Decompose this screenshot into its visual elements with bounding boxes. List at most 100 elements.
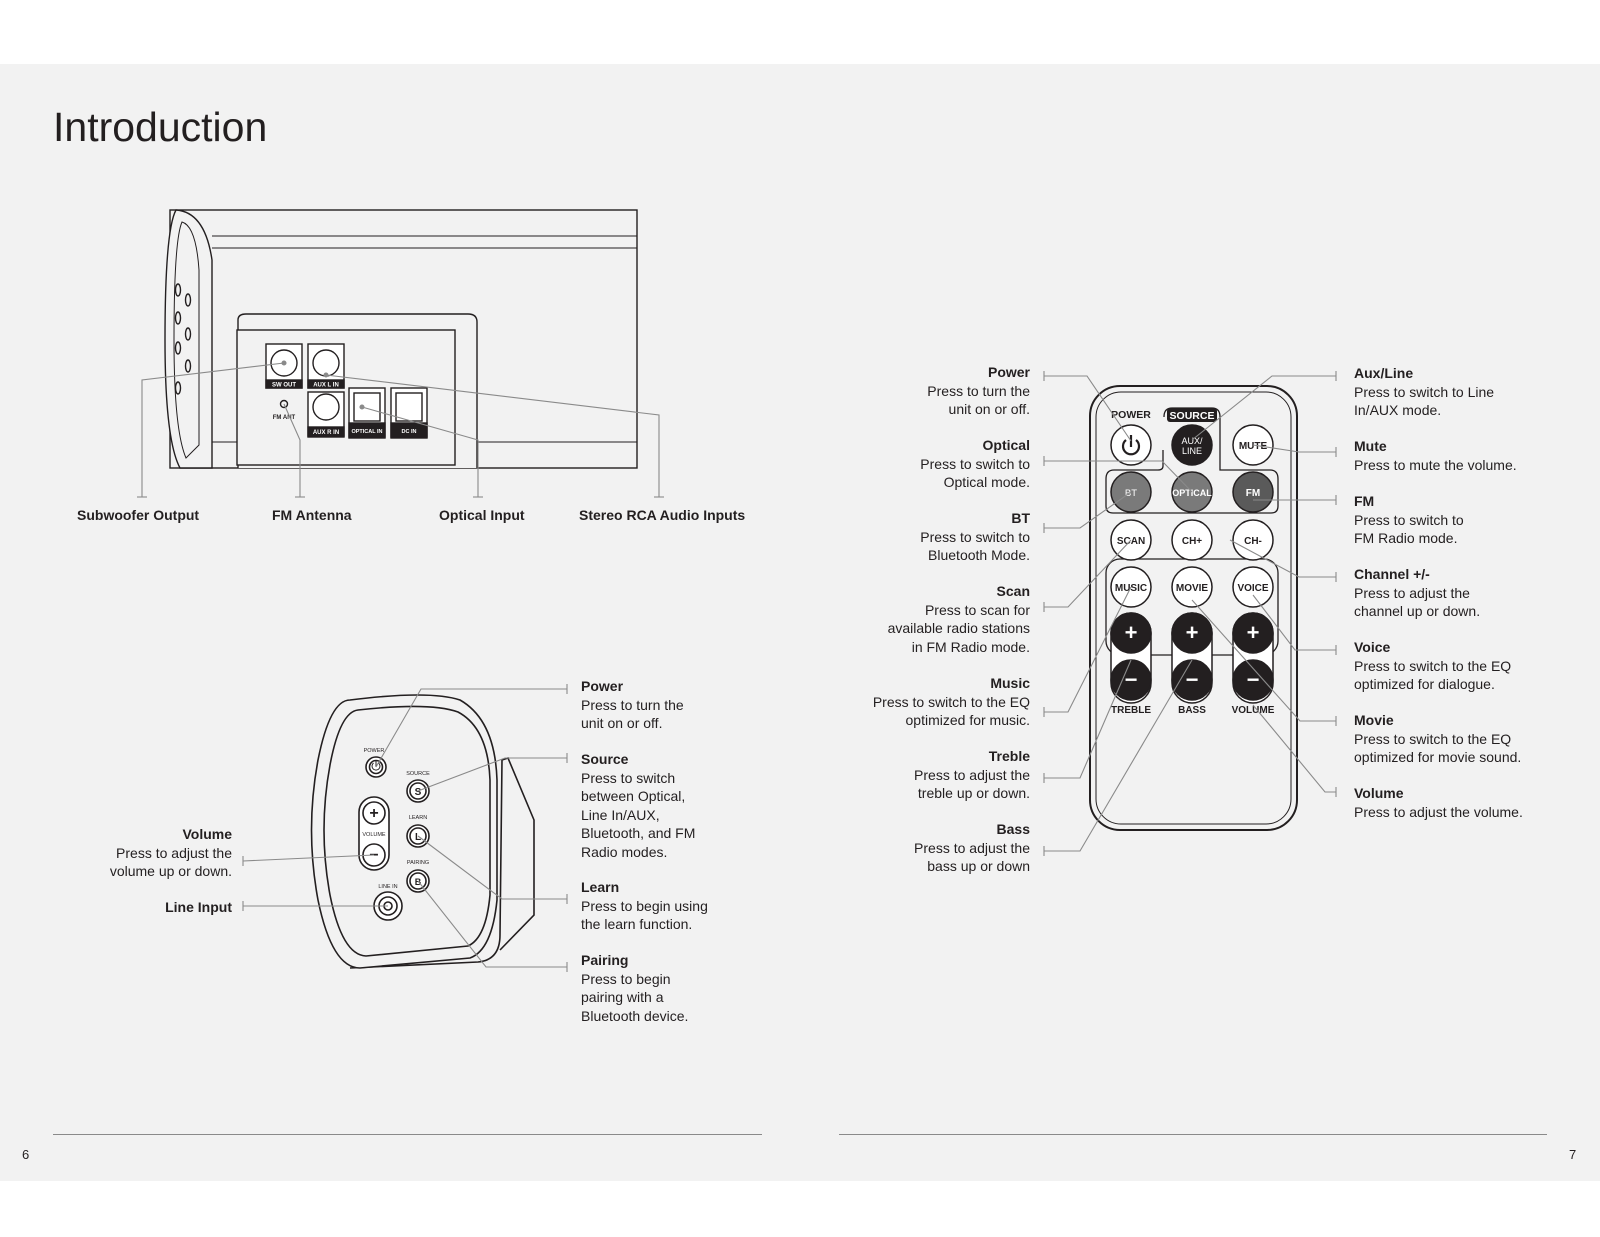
side-pairing-desc: Press to begin pairing with a Bluetooth … [581, 970, 689, 1024]
remote-channel-callout: Channel +/- Press to adjust the channel … [1354, 565, 1584, 621]
remote-callout-lines [1043, 371, 1337, 856]
remote-treble-plus-glyph: + [1125, 620, 1138, 645]
remote-volume-plus-glyph: + [1247, 620, 1260, 645]
side-volume-callout: Volume Press to adjust the volume up or … [32, 825, 232, 881]
remote-volume-title: Volume [1354, 785, 1404, 801]
remote-mute-title: Mute [1354, 438, 1387, 454]
side-volume-title: Volume [182, 826, 232, 842]
fm-ant-port-label: FM ANT [273, 415, 296, 421]
remote-fm-label: FM [1246, 488, 1260, 499]
remote-mute-callout: Mute Press to mute the volume. [1354, 437, 1584, 474]
side-pairing-label: PAIRING [407, 860, 429, 866]
remote-aux-line-callout: Aux/Line Press to switch to Line In/AUX … [1354, 364, 1584, 420]
side-volume-desc: Press to adjust the volume up or down. [109, 844, 232, 880]
page-title: Introduction [53, 104, 268, 150]
remote-optical-title: Optical [982, 437, 1030, 453]
remote-music-desc: Press to switch to the EQ optimized for … [872, 693, 1030, 729]
side-power-desc: Press to turn the unit on or off. [581, 696, 684, 732]
remote-optical-desc: Press to switch to Optical mode. [920, 455, 1030, 491]
side-line-input-title: Line Input [165, 899, 232, 915]
remote-volume-callout: Volume Press to adjust the volume. [1354, 784, 1584, 821]
remote-treble-label: TREBLE [1111, 705, 1151, 716]
sw-out-port-label: SW OUT [272, 383, 296, 389]
aux-r-in-port-label: AUX R IN [313, 430, 339, 436]
learn-glyph: L [415, 832, 421, 843]
remote-treble-desc: Press to adjust the treble up or down. [914, 766, 1030, 802]
side-learn-title: Learn [581, 879, 620, 895]
remote-volume-minus-glyph: − [1247, 667, 1260, 692]
soundbar-rear-drawing [164, 209, 638, 469]
remote-mute-label: MUTE [1239, 441, 1268, 452]
remote-mute-desc: Press to mute the volume. [1354, 456, 1517, 473]
remote-bass-title: Bass [996, 821, 1030, 837]
side-source-title: Source [581, 751, 629, 767]
remote-voice-desc: Press to switch to the EQ optimized for … [1354, 657, 1512, 693]
side-power-title: Power [581, 678, 624, 694]
remote-music-title: Music [990, 675, 1030, 691]
remote-scan-label: SCAN [1117, 536, 1145, 547]
remote-treble-callout: Treble Press to adjust the treble up or … [810, 747, 1030, 803]
remote-channel-desc: Press to adjust the channel up or down. [1354, 584, 1481, 620]
remote-optical-label: OPTICAL [1172, 488, 1212, 498]
remote-aux-line-desc: Press to switch to Line In/AUX mode. [1354, 383, 1495, 419]
remote-aux-line-label: AUX/LINE [1181, 436, 1203, 456]
remote-channel-title: Channel +/- [1354, 566, 1430, 582]
side-button-labels: POWER SOURCE LEARN PAIRING VOLUME LINE I… [362, 748, 430, 890]
optical-in-port-label: OPTICAL IN [351, 429, 382, 435]
aux-l-in-port-label: AUX L IN [313, 383, 339, 389]
side-pairing-title: Pairing [581, 952, 629, 968]
remote-bass-callout: Bass Press to adjust the bass up or down [810, 820, 1030, 876]
remote-bass-label: BASS [1178, 705, 1206, 716]
remote-bass-plus-glyph: + [1186, 620, 1199, 645]
side-callout-lines [242, 684, 568, 972]
remote-bt-label: BT [1125, 488, 1137, 499]
remote-scan-callout: Scan Press to scan for available radio s… [810, 582, 1030, 656]
caption-stereo-rca: Stereo RCA Audio Inputs [579, 507, 746, 523]
side-power-icon [371, 760, 381, 771]
remote-volume-desc: Press to adjust the volume. [1354, 803, 1523, 820]
side-line-in-label: LINE IN [378, 884, 397, 890]
side-power-label: POWER [364, 748, 385, 754]
side-learn-label: LEARN [409, 815, 427, 821]
rear-callout-lines [137, 360, 664, 498]
remote-movie-title: Movie [1354, 712, 1394, 728]
remote-movie-callout: Movie Press to switch to the EQ optimize… [1354, 711, 1584, 767]
remote-fm-title: FM [1354, 493, 1375, 509]
remote-volume-label: VOLUME [1232, 705, 1275, 716]
remote-movie-label: MOVIE [1176, 583, 1209, 594]
remote-power-callout: Power Press to turn the unit on or off. [810, 363, 1030, 419]
side-line-input-callout: Line Input [32, 898, 232, 917]
remote-bass-desc: Press to adjust the bass up or down [914, 839, 1030, 875]
remote-scan-title: Scan [996, 583, 1030, 599]
remote-ch-minus-label: CH- [1244, 536, 1262, 547]
remote-power-label: POWER [1111, 409, 1151, 421]
side-power-callout: Power Press to turn the unit on or off. [581, 677, 761, 733]
remote-aux-line-title: Aux/Line [1354, 365, 1414, 381]
page-number-right: 7 [1569, 1147, 1577, 1162]
side-learn-desc: Press to begin using the learn function. [581, 897, 708, 933]
caption-subwoofer-output: Subwoofer Output [77, 507, 200, 523]
remote-optical-callout: Optical Press to switch to Optical mode. [810, 436, 1030, 492]
remote-voice-title: Voice [1354, 639, 1391, 655]
side-volume-label: VOLUME [362, 832, 386, 838]
remote-fm-callout: FM Press to switch to FM Radio mode. [1354, 492, 1584, 548]
remote-voice-label: VOICE [1237, 583, 1268, 594]
footer-rule-left [53, 1134, 762, 1135]
side-source-callout: Source Press to switch between Optical, … [581, 750, 761, 861]
rear-port-labels: SW OUT AUX L IN AUX R IN OPTICAL IN DC I… [272, 383, 417, 437]
remote-source-label: SOURCE [1170, 410, 1215, 422]
remote-fm-desc: Press to switch to FM Radio mode. [1354, 511, 1464, 547]
remote-bass-minus-glyph: − [1186, 667, 1199, 692]
side-source-desc: Press to switch between Optical, Line In… [581, 769, 696, 860]
dc-in-port-label: DC IN [402, 429, 417, 435]
remote-power-title: Power [987, 364, 1030, 380]
remote-music-label: MUSIC [1115, 583, 1147, 594]
remote-movie-desc: Press to switch to the EQ optimized for … [1354, 730, 1522, 766]
remote-music-callout: Music Press to switch to the EQ optimize… [810, 674, 1030, 730]
side-source-label: SOURCE [406, 771, 430, 777]
remote-bt-title: BT [1011, 510, 1030, 526]
remote-buttons [1110, 424, 1274, 704]
side-learn-callout: Learn Press to begin using the learn fun… [581, 878, 761, 934]
remote-power-desc: Press to turn the unit on or off. [927, 382, 1030, 418]
